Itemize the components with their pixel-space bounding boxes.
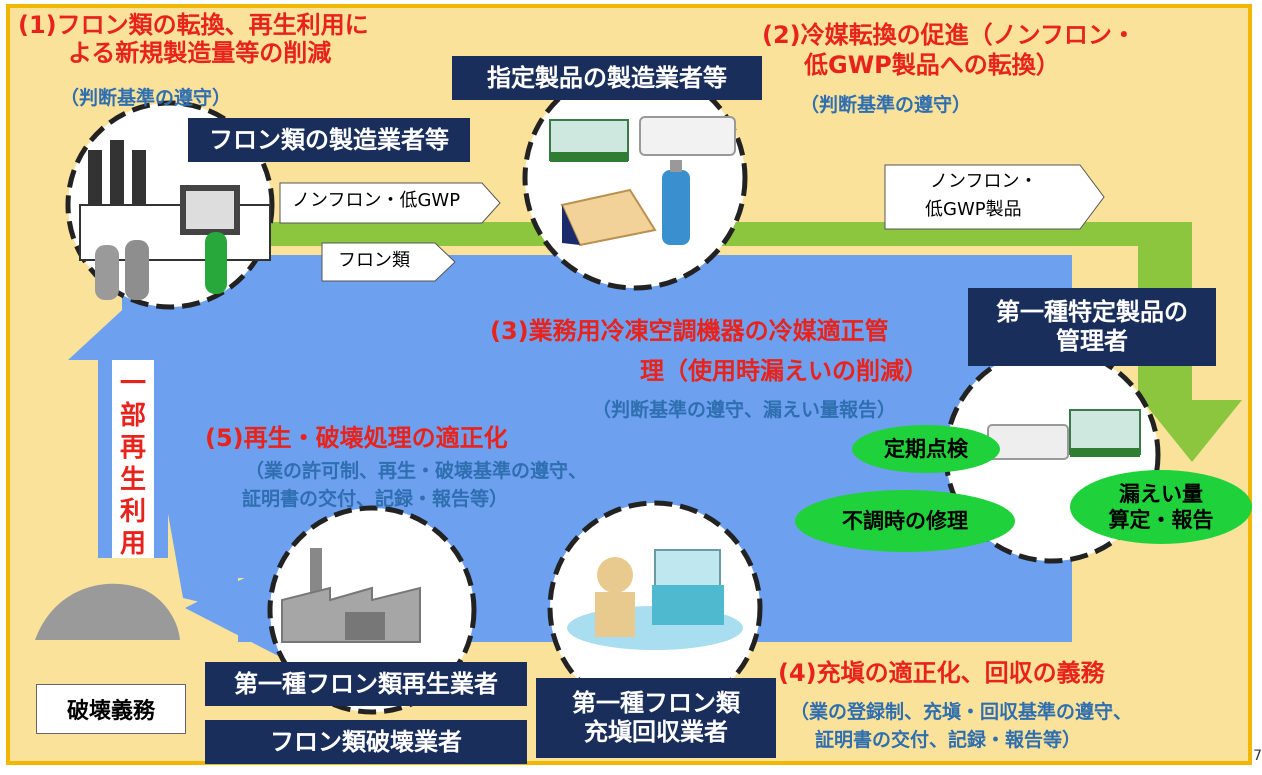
partial-recycle-vertical-text: 一 部 再 生 利 用	[113, 368, 153, 560]
heading2-note: （判断基準の遵守）	[800, 94, 972, 116]
label-fluorocarbons-arrow	[321, 242, 456, 282]
recycle-char: 部	[119, 401, 146, 431]
product-circle	[522, 65, 748, 291]
heading2-line1: (2)冷媒転換の促進（ノンフロン・	[762, 21, 1136, 49]
leak-line2: 算定・報告	[1108, 508, 1214, 532]
fluorocarbon-manufacturer-box: フロン類の製造業者等	[188, 118, 470, 162]
label-product-arrow	[884, 164, 1105, 230]
heading5-note1: （業の許可制、再生・破壊基準の遵守、	[245, 460, 588, 482]
repair-oval: 不調時の修理	[795, 490, 1015, 552]
fluorocarbons-label: フロン類	[338, 250, 410, 271]
non-fluoro-label: ノンフロン・低GWP	[292, 190, 461, 211]
filler-line2: 充塡回収業者	[584, 718, 728, 746]
heading1-note: （判断基準の遵守）	[60, 87, 232, 109]
heading1-line2: よる新規製造量等の削減	[68, 39, 332, 67]
heading4-note1: （業の登録制、充塡・回収基準の遵守、	[790, 701, 1133, 723]
gas-cylinder-icons	[95, 232, 227, 300]
heading1-line1: (1)フロン類の転換、再生利用に	[18, 11, 369, 39]
filler-line1: 第一種フロン類	[572, 689, 740, 718]
heading3-line2: 理（使用時漏えいの削減）	[640, 357, 928, 385]
label-non-fluoro-arrow	[279, 182, 501, 224]
product-manufacturer-box: 指定製品の製造業者等	[452, 56, 762, 100]
heading4-note2: 証明書の交付、記録・報告等）	[815, 729, 1082, 751]
product-label-line1: ノンフロン・	[930, 171, 1038, 192]
heading4-line1: (4)充塡の適正化、回収の義務	[778, 659, 1105, 687]
filler-collector-box: 第一種フロン類 充塡回収業者	[536, 678, 776, 758]
showcase-icon	[549, 119, 629, 162]
blue-arrow-head-left	[185, 555, 290, 662]
recycle-char: 一	[119, 369, 146, 399]
recycle-char: 再	[119, 433, 146, 463]
spray-can-icon	[662, 160, 690, 245]
insulation-board-icon	[560, 188, 657, 247]
heading3-line1: (3)業務用冷凍空調機器の冷媒適正管	[490, 317, 889, 345]
recycling-plant-icon	[281, 548, 421, 643]
heading5-line1: (5)再生・破壊処理の適正化	[205, 424, 508, 452]
recycler-box: 第一種フロン類再生業者	[205, 662, 527, 706]
destroyer-box: フロン類破壊業者	[205, 720, 527, 764]
manager-showcase-icon	[1069, 409, 1141, 457]
heading5-note2: 証明書の交付、記録・報告等）	[242, 488, 509, 510]
product-label-line2: 低GWP製品	[925, 199, 1022, 220]
manager-ac-icon	[987, 424, 1069, 460]
heading2-line2: 低GWP製品への転換）	[804, 51, 1060, 79]
heading3-note: （判断基準の遵守、漏えい量報告）	[592, 399, 897, 421]
factory-icon	[79, 140, 271, 261]
rubble-pile-icon	[35, 583, 180, 640]
recycle-char: 用	[119, 529, 146, 559]
air-conditioner-icon	[639, 116, 736, 156]
destruction-duty-box: 破壊義務	[36, 684, 186, 734]
technician-icon	[567, 549, 743, 650]
page-number: 7	[1253, 748, 1262, 764]
equipment-manager-box: 第一種特定製品の 管理者	[968, 288, 1216, 366]
leak-report-oval: 漏えい量 算定・報告	[1070, 470, 1252, 544]
recycle-char: 利	[119, 497, 146, 527]
equipment-manager-line2: 管理者	[1056, 327, 1128, 355]
inspection-oval: 定期点検	[852, 425, 1000, 473]
equipment-manager-line1: 第一種特定製品の	[996, 298, 1188, 327]
recycle-char: 生	[119, 465, 146, 495]
leak-line1: 漏えい量	[1119, 481, 1203, 506]
